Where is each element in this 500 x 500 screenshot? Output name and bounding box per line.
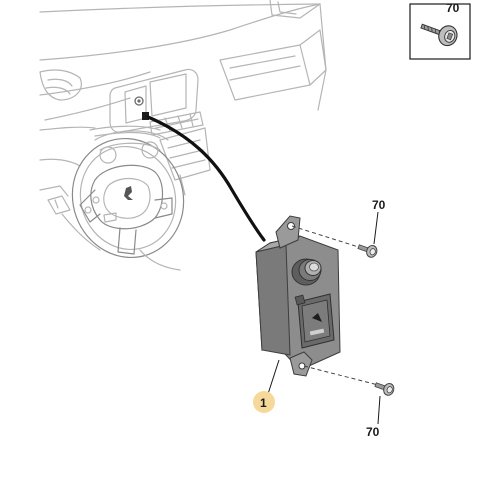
- part-callout-number: 1: [260, 396, 267, 410]
- screw-top: [357, 244, 378, 258]
- part-callout-badge: 1: [253, 391, 275, 413]
- wiring-harness-cable: [146, 115, 266, 242]
- rotary-knob: [291, 258, 322, 286]
- screw-bottom: [374, 382, 395, 396]
- screw-icon: [357, 244, 378, 258]
- steering-wheel: [71, 130, 185, 271]
- screw-box-callout: 70: [446, 1, 460, 15]
- callout-leaders: [267, 211, 381, 425]
- switch-module: [255, 215, 341, 377]
- car-logo-icon: [124, 186, 133, 200]
- screw-detail-inset: 70: [409, 1, 471, 60]
- screw-icon: [420, 23, 458, 47]
- screw-bottom-callout: 70: [366, 425, 380, 439]
- power-button-icon: [312, 313, 322, 322]
- screw-top-callout: 70: [372, 198, 386, 212]
- assembly-guide-lines: [291, 225, 383, 387]
- dashboard-outline: [39, 0, 327, 251]
- push-button: [297, 293, 335, 349]
- screw-icon: [374, 382, 395, 396]
